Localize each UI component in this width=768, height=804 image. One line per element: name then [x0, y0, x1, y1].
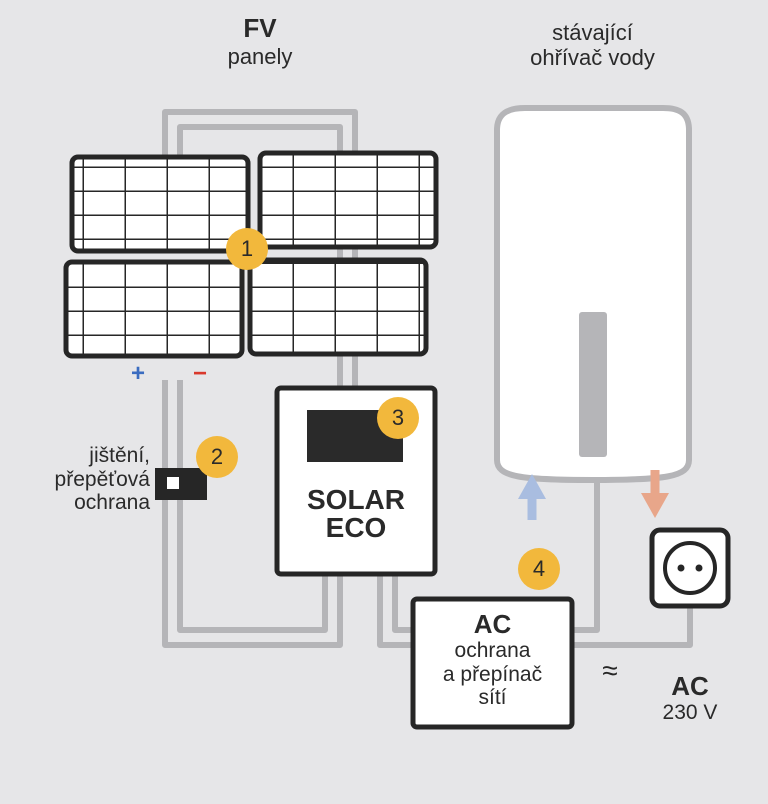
inflow-arrow: [518, 474, 546, 520]
ac-switch-box: [410, 596, 575, 730]
solar-eco-label: SOLAR ECO: [279, 486, 433, 542]
ac-box-line3: sítí: [478, 686, 507, 710]
heater-label-line2: ohřívač vody: [530, 44, 655, 70]
protection-label: jištění, přepěťová ochrana: [2, 444, 150, 515]
ac-wire-1: [377, 575, 413, 648]
badge-4: 4: [518, 548, 560, 590]
ac-box-line1: ochrana: [454, 639, 531, 663]
heater-tank: [494, 105, 692, 484]
solar-eco-line1: SOLAR: [307, 484, 405, 515]
solar-panel-2: [257, 150, 439, 250]
grid-title: AC: [671, 671, 709, 701]
solar-panels: [63, 150, 439, 359]
water-heater: [494, 105, 692, 484]
pv-subtitle: panely: [227, 44, 293, 70]
plus-sign: +: [131, 360, 146, 387]
protection-line1: jištění,: [89, 444, 150, 467]
badge-1: 1: [226, 228, 268, 270]
dc-wire-outer: [162, 380, 343, 648]
protection-line2: přepěťová: [54, 467, 150, 491]
minus-sign: −: [193, 360, 208, 387]
solar-panel-1: [69, 154, 251, 254]
ac-wiring: [377, 480, 693, 648]
ac-symbol: ≈: [602, 655, 618, 686]
ac-box-line2: a přepínač: [442, 662, 543, 686]
grid-voltage: 230 V: [662, 701, 718, 725]
pv-title: FV: [243, 13, 277, 43]
ac-wire-2: [392, 575, 413, 633]
pv-label: FV panely: [185, 13, 335, 70]
solar-panel-3: [63, 259, 245, 359]
heater-label: stávající ohřívač vody: [495, 20, 690, 70]
grid-label: AC 230 V: [640, 671, 740, 725]
power-socket: [649, 527, 731, 609]
outflow-arrow: [641, 470, 669, 518]
solar-eco-line2: ECO: [325, 512, 387, 543]
fuse-device: [155, 468, 207, 500]
ac-box-title: AC: [473, 609, 512, 639]
heater-gauge: [579, 312, 607, 457]
ac-box-label: AC ochrana a přepínač sítí: [415, 609, 570, 710]
solar-panel-4: [247, 257, 429, 357]
protection-line3: ochrana: [74, 491, 150, 515]
badge-2: 2: [196, 436, 238, 478]
grid-wire: [572, 605, 693, 648]
heater-label-line1: stávající: [552, 20, 633, 45]
dc-wire-inner: [177, 380, 328, 633]
badge-3: 3: [377, 397, 419, 439]
heater-wire: [572, 480, 600, 633]
